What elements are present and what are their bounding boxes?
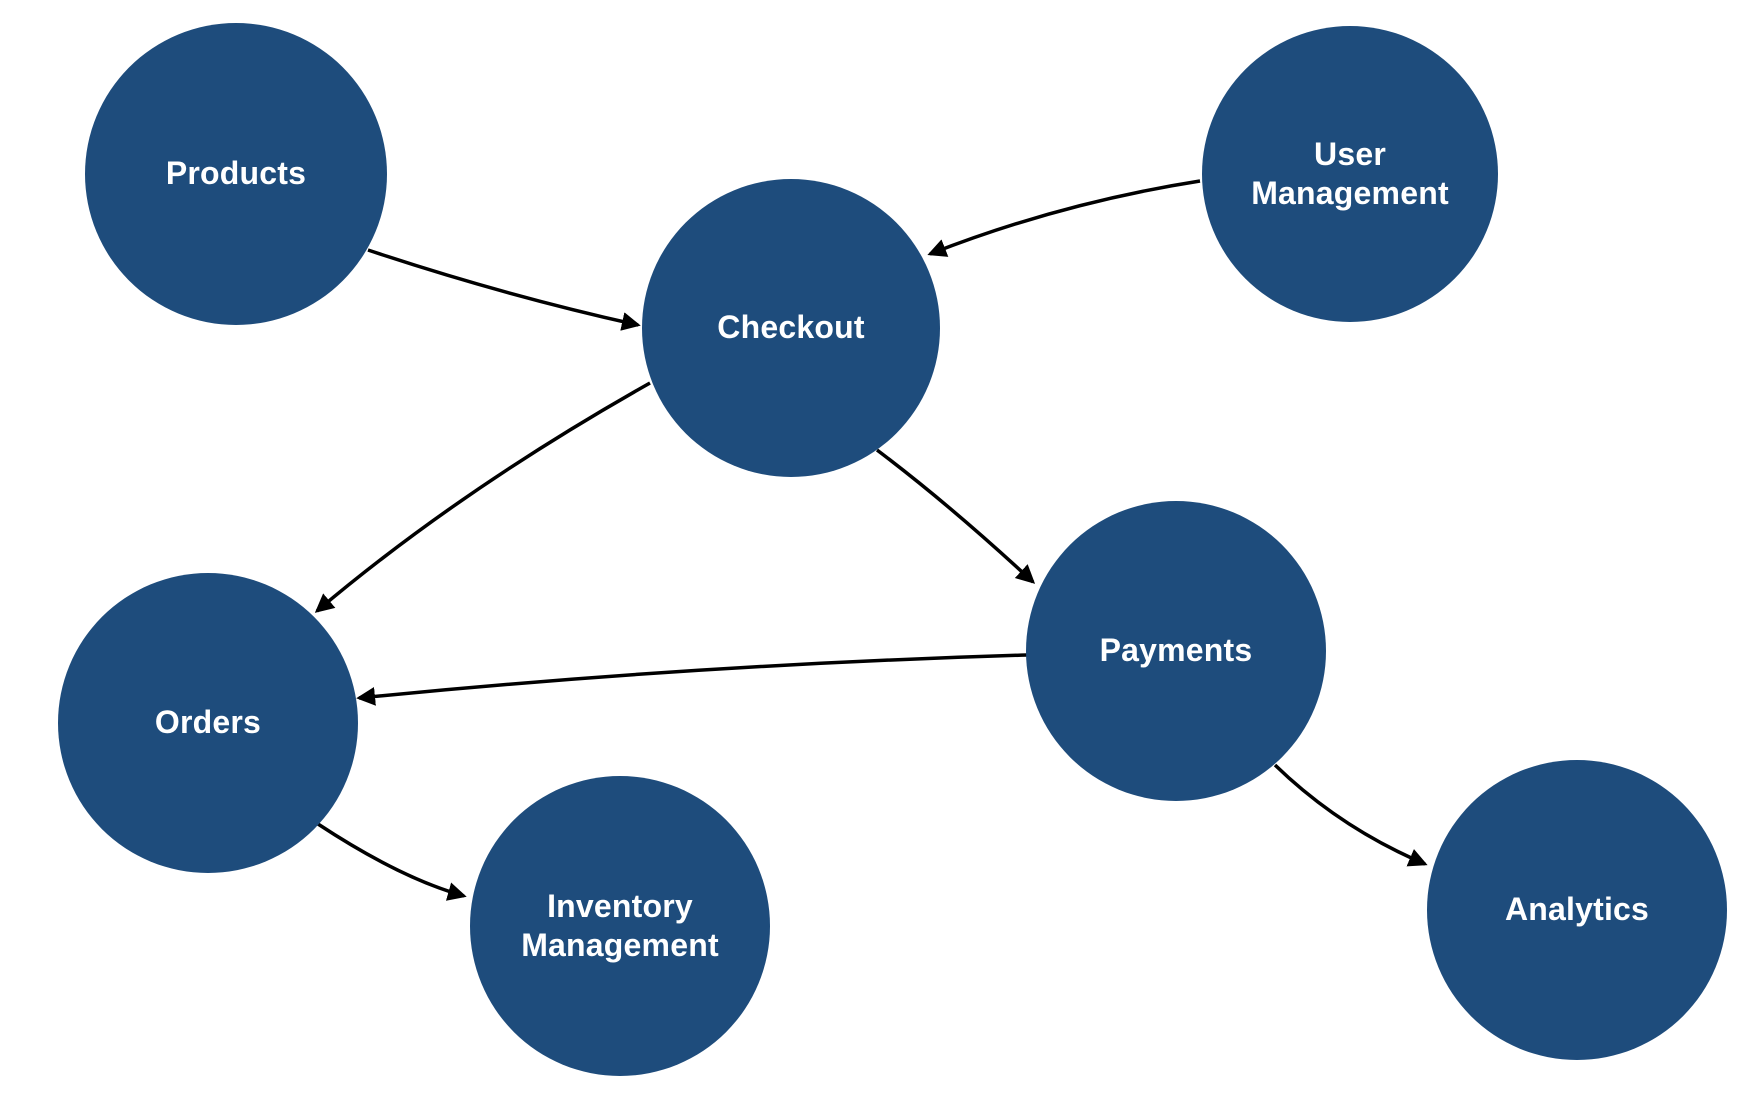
node-label-line: Products [165,155,307,192]
edge-payments-to-analytics-arrow [1273,763,1428,867]
node-checkout-label: Checkout [717,308,864,347]
edge-orders-to-inventory-management-arrow [317,822,467,901]
node-payments[interactable]: Payments [1026,501,1326,801]
node-analytics[interactable]: Analytics [1427,760,1727,1060]
node-label-line: Checkout [717,309,865,346]
edge-checkout-to-payments-arrow [875,448,1036,584]
edges-group [314,179,1428,901]
node-payments-label: Payments [1100,631,1253,670]
node-label-line: Inventory [547,887,693,924]
node-label-line: Management [1251,175,1449,211]
node-products-label: Products [166,154,306,193]
node-label-line: Payments [1099,632,1253,669]
node-label-line: Management [521,927,719,963]
edge-payments-to-orders-arrow [356,653,1028,706]
node-checkout[interactable]: Checkout [642,179,940,477]
node-orders[interactable]: Orders [58,573,358,873]
node-analytics-label: Analytics [1505,890,1649,929]
edge-checkout-to-orders-arrow [314,381,651,613]
node-orders-label: Orders [155,703,261,742]
edge-products-to-checkout-arrow [367,248,641,331]
node-label-line: Analytics [1504,891,1650,928]
node-products[interactable]: Products [85,23,387,325]
node-label-line: Orders [154,704,262,741]
node-label-line: User [1314,135,1386,172]
edge-user-management-to-checkout-arrow [927,179,1201,257]
